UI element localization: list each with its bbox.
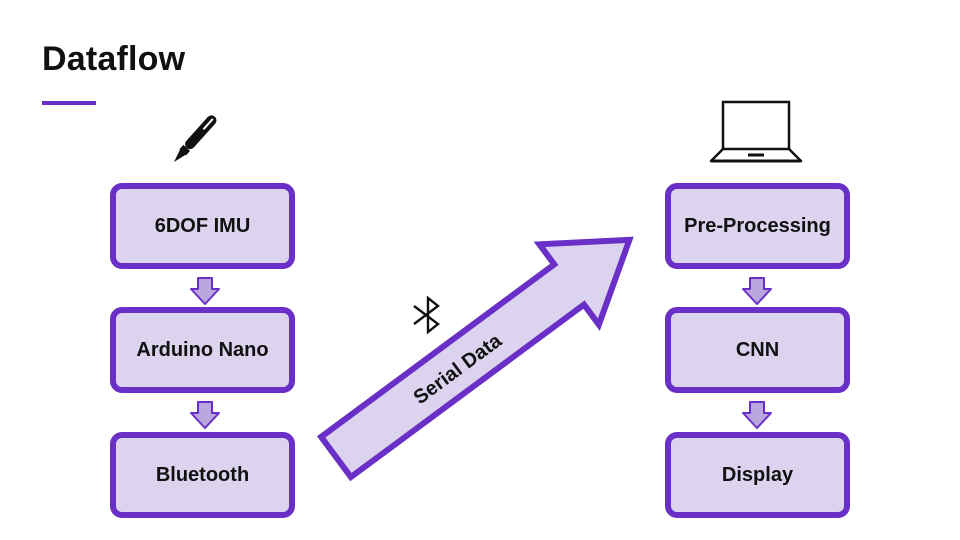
imu-box: 6DOF IMU: [110, 183, 295, 269]
pen-icon: [168, 104, 238, 168]
slide-title: Dataflow: [42, 40, 186, 78]
arduino-nano-box: Arduino Nano: [110, 307, 295, 393]
pre-processing-box: Pre-Processing: [665, 183, 850, 269]
bluetooth-icon: [410, 295, 446, 335]
bluetooth-box: Bluetooth: [110, 432, 295, 518]
cnn-box: CNN: [665, 307, 850, 393]
laptop-icon: [708, 99, 804, 165]
title-underline: [42, 101, 96, 105]
flow-arrow-down: [190, 277, 220, 305]
flow-arrow-down: [742, 277, 772, 305]
flow-arrow-down: [190, 401, 220, 429]
flow-arrow-down: [742, 401, 772, 429]
display-box: Display: [665, 432, 850, 518]
